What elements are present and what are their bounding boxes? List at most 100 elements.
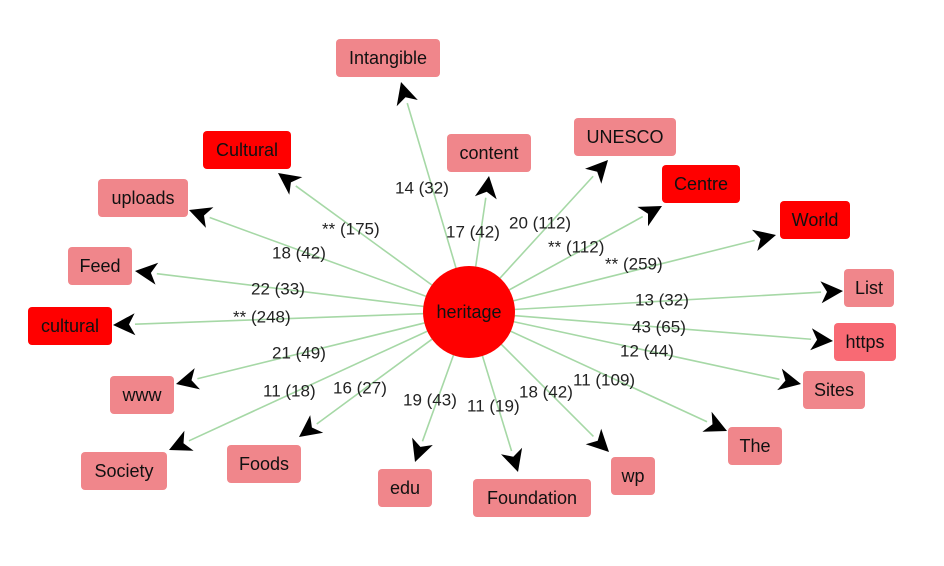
edge-label-cultural-upper: ** (175): [322, 220, 380, 239]
arrowhead-society: [169, 430, 194, 451]
node-box-world[interactable]: [780, 201, 850, 239]
node-box-https[interactable]: [834, 323, 896, 361]
edge-society: [188, 327, 433, 442]
edge-label-unesco: 20 (112): [509, 214, 571, 233]
node-label-cultural-upper: Cultural: [216, 140, 278, 160]
node-foundation[interactable]: Foundation: [473, 479, 591, 517]
node-content[interactable]: content: [447, 134, 531, 172]
node-society[interactable]: Society: [81, 452, 167, 490]
node-label-feed: Feed: [79, 256, 120, 276]
edge-label-world: ** (259): [605, 255, 663, 274]
node-box-content[interactable]: [447, 134, 531, 172]
node-cultural-lower[interactable]: cultural: [28, 307, 112, 345]
arrowhead-feed: [135, 262, 159, 285]
node-label-cultural-lower: cultural: [41, 316, 99, 336]
node-label-sites: Sites: [814, 380, 854, 400]
node-label-foundation: Foundation: [487, 488, 577, 508]
node-box-uploads[interactable]: [98, 179, 188, 217]
edge-www: [197, 320, 431, 380]
edge-unesco: [495, 175, 594, 284]
node-uploads[interactable]: uploads: [98, 179, 188, 217]
node-box-cultural-lower[interactable]: [28, 307, 112, 345]
edge-content: [474, 197, 487, 273]
node-wp[interactable]: wp: [611, 457, 655, 495]
edge-label-cultural-lower: ** (248): [233, 308, 291, 327]
arrowhead-foundation: [501, 447, 523, 472]
arrowhead-www: [176, 368, 200, 390]
node-label-foods: Foods: [239, 454, 289, 474]
node-sites[interactable]: Sites: [803, 371, 865, 409]
node-box-foods[interactable]: [227, 445, 301, 483]
center-node[interactable]: [423, 266, 515, 358]
edge-label-centre: ** (112): [548, 238, 604, 257]
node-label-centre: Centre: [674, 174, 728, 194]
center-node-label: heritage: [436, 302, 501, 322]
edge-labels-layer: 14 (32)17 (42)20 (112)** (112)** (259)13…: [233, 179, 689, 416]
node-label-unesco: UNESCO: [586, 127, 663, 147]
edge-list: [508, 291, 822, 311]
node-edu[interactable]: edu: [378, 469, 432, 507]
edges-layer: [113, 82, 843, 472]
node-box-list[interactable]: [844, 269, 894, 307]
center-node-group[interactable]: heritage: [423, 266, 515, 358]
node-label-www: www: [122, 385, 163, 405]
node-cultural-upper[interactable]: Cultural: [203, 131, 291, 169]
node-box-feed[interactable]: [68, 247, 132, 285]
edge-label-sites: 12 (44): [620, 342, 674, 361]
edge-label-www: 21 (49): [272, 344, 326, 363]
node-box-sites[interactable]: [803, 371, 865, 409]
node-www[interactable]: www: [110, 376, 174, 414]
arrowhead-https: [810, 328, 833, 351]
node-box-www[interactable]: [110, 376, 174, 414]
arrowhead-sites: [777, 368, 801, 391]
node-label-world: World: [792, 210, 839, 230]
arrowhead-centre: [637, 206, 662, 227]
arrowhead-content: [474, 176, 497, 200]
node-box-foundation[interactable]: [473, 479, 591, 517]
edge-sites: [507, 319, 780, 381]
node-unesco[interactable]: UNESCO: [574, 118, 676, 156]
arrowhead-foods: [299, 415, 324, 437]
node-foods[interactable]: Foods: [227, 445, 301, 483]
node-https[interactable]: https: [834, 323, 896, 361]
node-list[interactable]: List: [844, 269, 894, 307]
edge-feed: [156, 272, 430, 308]
node-label-edu: edu: [390, 478, 420, 498]
node-label-wp: wp: [620, 466, 644, 486]
node-box-cultural-upper[interactable]: [203, 131, 291, 169]
node-world[interactable]: World: [780, 201, 850, 239]
node-label-https: https: [845, 332, 884, 352]
node-label-intangible: Intangible: [349, 48, 427, 68]
arrowhead-edu: [412, 437, 433, 462]
node-feed[interactable]: Feed: [68, 247, 132, 285]
node-the[interactable]: The: [728, 427, 782, 465]
edge-label-https: 43 (65): [632, 318, 686, 337]
node-box-centre[interactable]: [662, 165, 740, 203]
node-label-the: The: [739, 436, 770, 456]
edge-wp: [496, 339, 595, 438]
edge-label-the: 11 (109): [573, 371, 635, 390]
edge-label-foods: 16 (27): [333, 379, 387, 398]
node-label-list: List: [855, 278, 883, 298]
node-intangible[interactable]: Intangible: [336, 39, 440, 77]
node-label-uploads: uploads: [111, 188, 174, 208]
edge-cultural-lower: [134, 312, 430, 325]
edge-label-list: 13 (32): [635, 291, 689, 310]
edge-label-society: 11 (18): [263, 382, 316, 401]
node-label-society: Society: [94, 461, 153, 481]
edge-cultural-upper: [295, 185, 438, 290]
node-box-society[interactable]: [81, 452, 167, 490]
node-box-wp[interactable]: [611, 457, 655, 495]
node-box-the[interactable]: [728, 427, 782, 465]
node-box-intangible[interactable]: [336, 39, 440, 77]
node-box-unesco[interactable]: [574, 118, 676, 156]
node-box-edu[interactable]: [378, 469, 432, 507]
node-label-content: content: [459, 143, 518, 163]
edge-centre: [503, 215, 644, 294]
node-centre[interactable]: Centre: [662, 165, 740, 203]
edge-label-content: 17 (42): [446, 223, 500, 242]
arrowhead-cultural-lower: [113, 313, 136, 336]
arrowhead-the: [702, 411, 727, 432]
